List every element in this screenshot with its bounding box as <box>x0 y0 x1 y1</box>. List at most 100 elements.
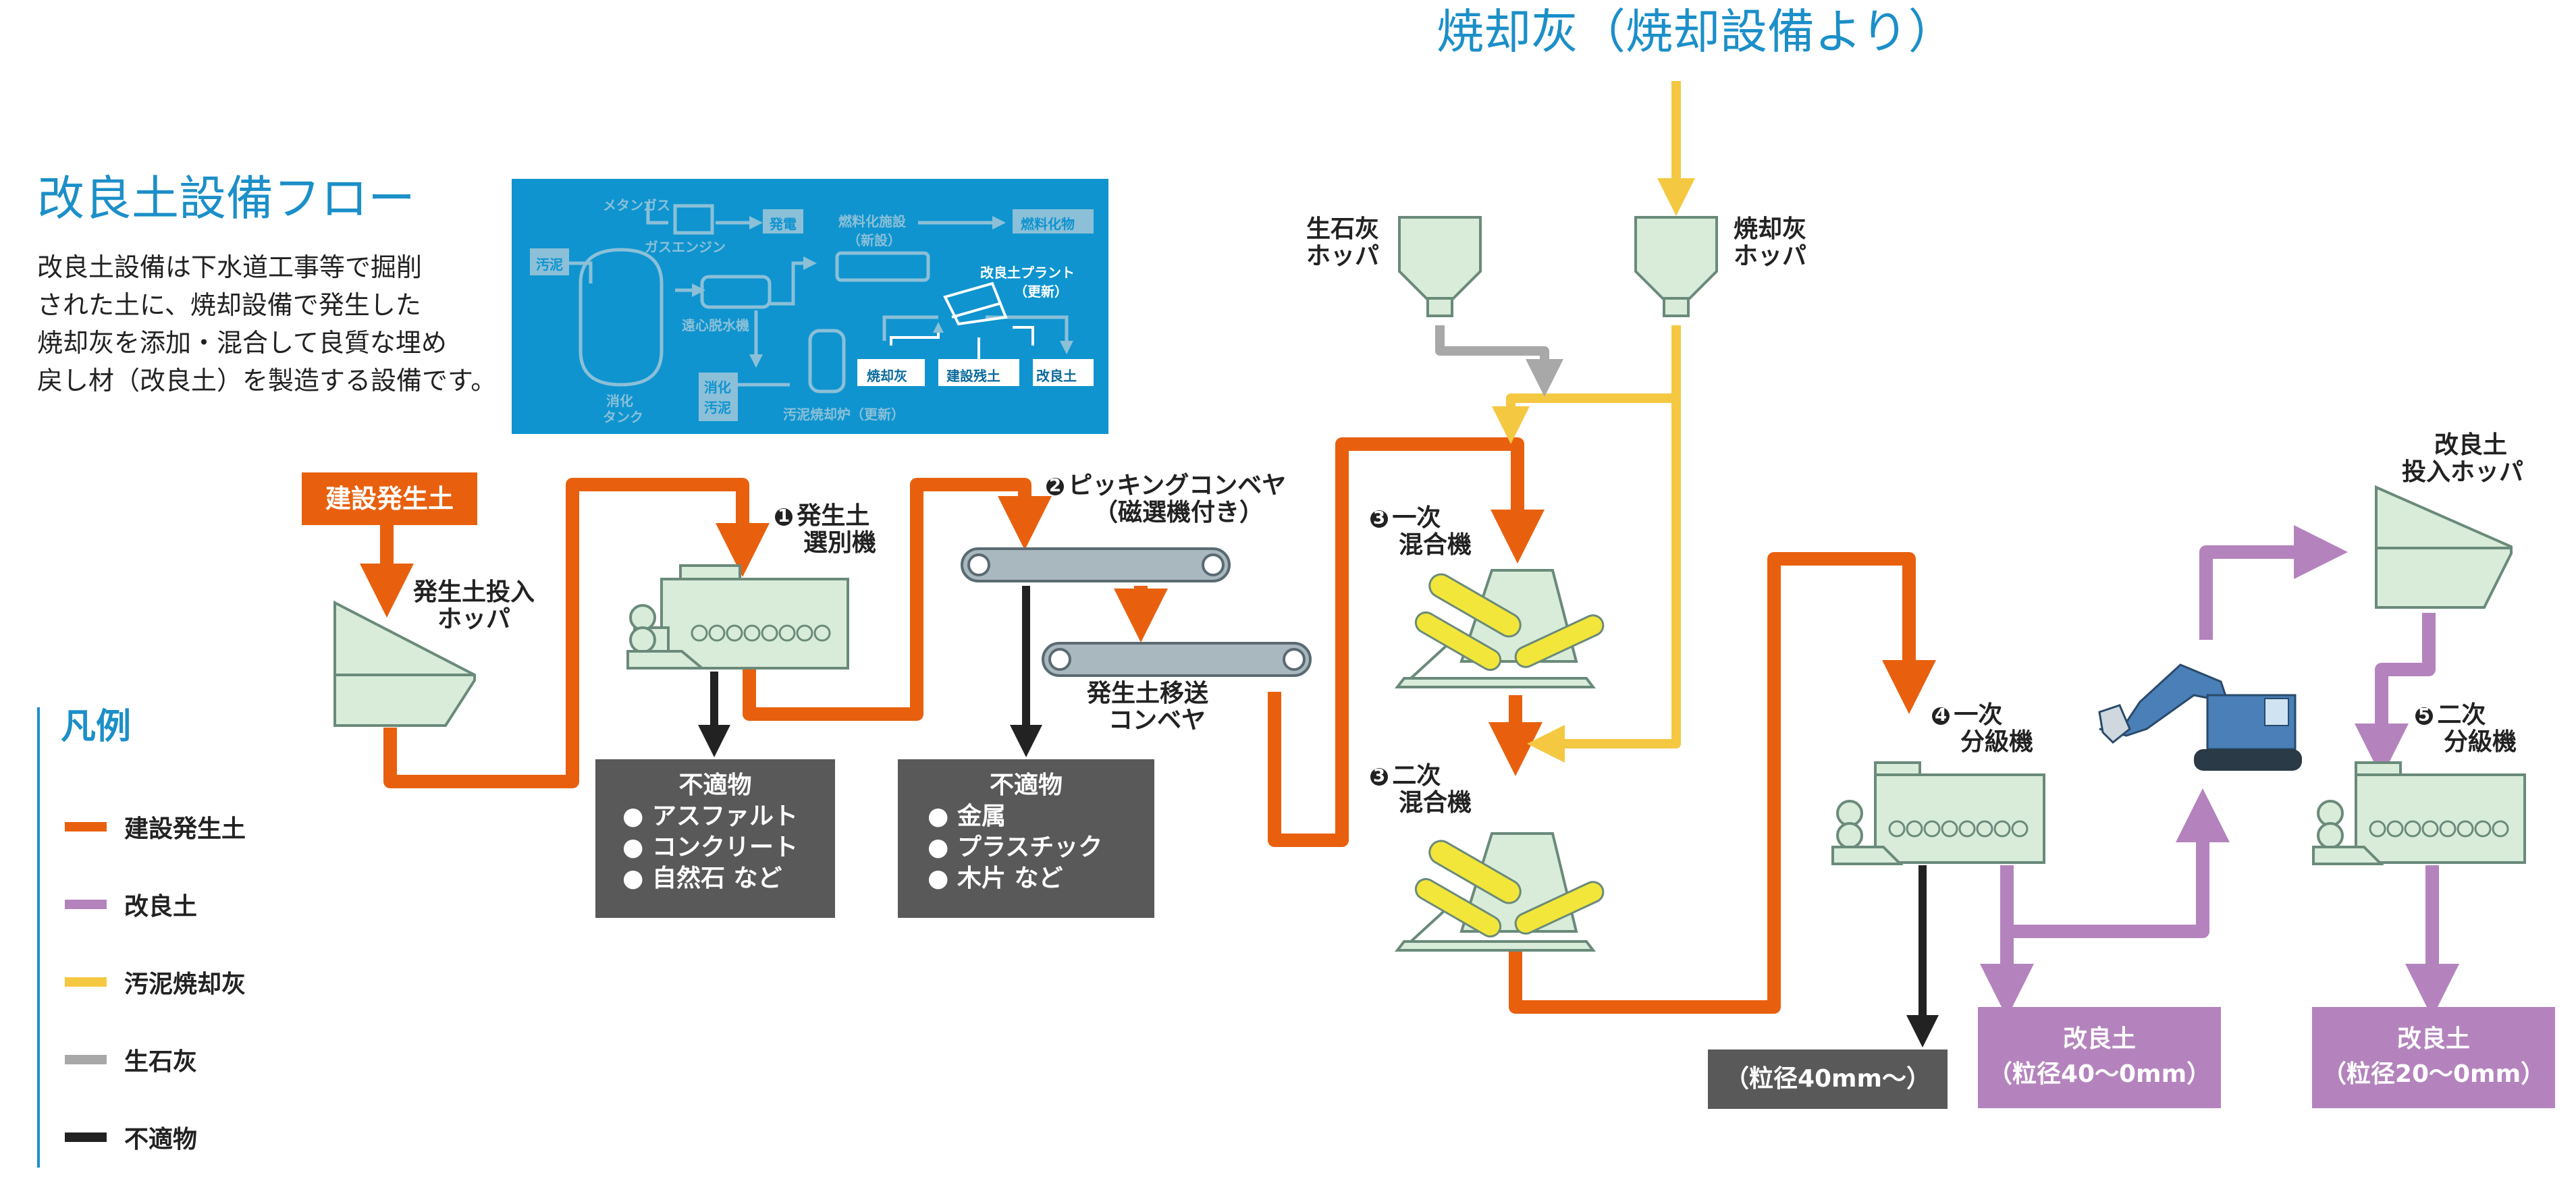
label-line: 混合機 <box>1399 789 1472 817</box>
label-line: 発生土 <box>797 502 870 530</box>
inset-soil-box <box>938 359 1019 386</box>
inset-soil: 建設残土 <box>946 368 1000 384</box>
description-line: された土に、焼却設備で発生した <box>37 290 421 320</box>
feed-hopper-label: 改良土 投入ホッパ <box>2402 431 2523 487</box>
label-line: 混合機 <box>1399 531 1472 560</box>
ash-hopper-label: 焼却灰 ホッパ <box>1734 215 1807 271</box>
inset-fuel-facility-new: （新設） <box>847 232 901 248</box>
output-label: 改良土 <box>2062 1025 2136 1053</box>
inset-plant: 改良土プラント <box>980 265 1075 281</box>
label-line: ホッパ <box>437 605 511 634</box>
inset-plant-renew: （更新） <box>1014 283 1068 300</box>
mixer1-shape <box>1394 569 1605 688</box>
inset-dewatering: 遠心脱水機 <box>682 317 749 333</box>
ash-lines <box>1492 81 1695 763</box>
mixer2-shape <box>1394 832 1605 952</box>
step-number: 4 <box>1932 707 1950 725</box>
inset-ash-box <box>857 359 925 386</box>
step-number: 2 <box>1046 477 1064 495</box>
reject-item: ● プラスチック <box>928 834 1103 861</box>
legend-label: 汚泥焼却灰 <box>124 971 246 998</box>
inset-sludge-box <box>530 248 569 275</box>
label-line: ホッパ <box>1734 242 1807 271</box>
legend-swatch <box>65 1133 107 1142</box>
output-label: （粒径20〜0mm） <box>2322 1060 2546 1088</box>
reject-item: ● アスファルト <box>622 802 798 830</box>
legend-bar <box>37 707 40 1168</box>
classifier1-rollers <box>1888 820 2029 838</box>
feed-hopper-shape <box>2375 485 2513 609</box>
inset-digestion-1: 消化 <box>606 393 633 409</box>
soil-hopper-shape <box>333 600 476 727</box>
description-line: 焼却灰を添加・混合して良質な埋め <box>37 328 447 358</box>
inset-digestion-2: タンク <box>603 409 643 425</box>
label-line: 分級機 <box>2444 728 2517 757</box>
label-line: 改良土 <box>2434 431 2508 459</box>
soil-lines <box>360 437 1936 1014</box>
label-line: （磁選機付き） <box>1094 499 1264 527</box>
step-number: 3 <box>1370 767 1388 786</box>
excavator-icon <box>2098 663 2302 771</box>
sorter-rollers <box>691 624 831 642</box>
ash-source-title: 焼却灰（焼却設備より） <box>1437 4 1956 59</box>
legend-item: 生石灰 <box>65 1039 197 1080</box>
classifier2-rollers <box>2369 820 2509 838</box>
label-line: ピッキングコンベヤ <box>1068 472 1287 499</box>
label-line: 投入ホッパ <box>2402 458 2524 487</box>
soil-source-label: 建設発生土 <box>325 484 454 514</box>
picking-conveyor <box>961 547 1231 582</box>
lime-hopper-shape <box>1398 216 1482 317</box>
inset-incinerator: 汚泥焼却炉（更新） <box>783 406 905 422</box>
inset-ash: 焼却灰 <box>867 368 907 384</box>
reject-title: 不適物 <box>678 771 752 799</box>
sorter-machine <box>626 564 849 670</box>
label-line: 焼却灰 <box>1734 215 1807 243</box>
step-number: 5 <box>2415 707 2433 725</box>
inset-gas-engine: ガスエンジン <box>645 239 726 255</box>
transfer-label: 発生土移送 コンベヤ <box>1087 680 1208 735</box>
inset-power: 発電 <box>770 216 797 232</box>
classifier1-machine <box>1831 761 2045 865</box>
inset-dsludge-2: 汚泥 <box>704 400 731 416</box>
ash-hopper-shape <box>1634 216 1718 317</box>
soil-hopper-label: 発生土投入 ホッパ <box>413 578 535 634</box>
classifier2-machine <box>2312 761 2526 865</box>
legend-label: 不適物 <box>124 1126 198 1153</box>
label-line: 一次 <box>1392 504 1441 532</box>
legend-item: 不適物 <box>65 1117 197 1157</box>
label-line: ホッパ <box>1306 242 1380 271</box>
label-line: 選別機 <box>803 529 877 557</box>
legend-item: 建設発生土 <box>65 807 246 847</box>
inset-fuel-facility: 燃料化施設 <box>838 213 906 229</box>
inset-dsludge-box <box>699 373 738 421</box>
legend-swatch <box>65 1055 107 1064</box>
reject-item: ● コンクリート <box>622 834 798 861</box>
legend-title: 凡例 <box>61 707 132 747</box>
inset-fuel-product: 燃料化物 <box>1021 216 1075 232</box>
coarse-output-box: （粒径40mm〜） <box>1708 1049 1948 1109</box>
output-label: （粒径40〜0mm） <box>1987 1060 2211 1088</box>
inset-improved-box <box>1033 359 1094 386</box>
reject-box-2: 不適物 ● 金属 ● プラスチック ● 木片 など <box>898 759 1154 918</box>
description-line: 改良土設備は下水道工事等で掘削 <box>37 252 423 282</box>
improved-output-box-1: 改良土 （粒径40〜0mm） <box>1978 1007 2221 1108</box>
inset-methane: メタンガス <box>603 197 670 213</box>
legend-label: 改良土 <box>124 893 198 921</box>
lime-lines <box>1435 325 1563 397</box>
lime-hopper-label: 生石灰 ホッパ <box>1306 215 1380 271</box>
improved-output-box-2: 改良土 （粒径20〜0mm） <box>2312 1007 2555 1108</box>
inset-panel <box>512 179 1108 434</box>
step-number: 3 <box>1370 510 1388 528</box>
legend-item: 改良土 <box>65 884 197 925</box>
legend-label: 生石灰 <box>124 1048 198 1076</box>
reject-box-1: 不適物 ● アスファルト ● コンクリート ● 自然石 など <box>595 759 835 918</box>
reject-lines <box>698 586 1939 1047</box>
label-line: 一次 <box>1954 701 2003 729</box>
reject-title: 不適物 <box>989 771 1063 799</box>
label-line: 発生土移送 <box>1087 680 1209 707</box>
